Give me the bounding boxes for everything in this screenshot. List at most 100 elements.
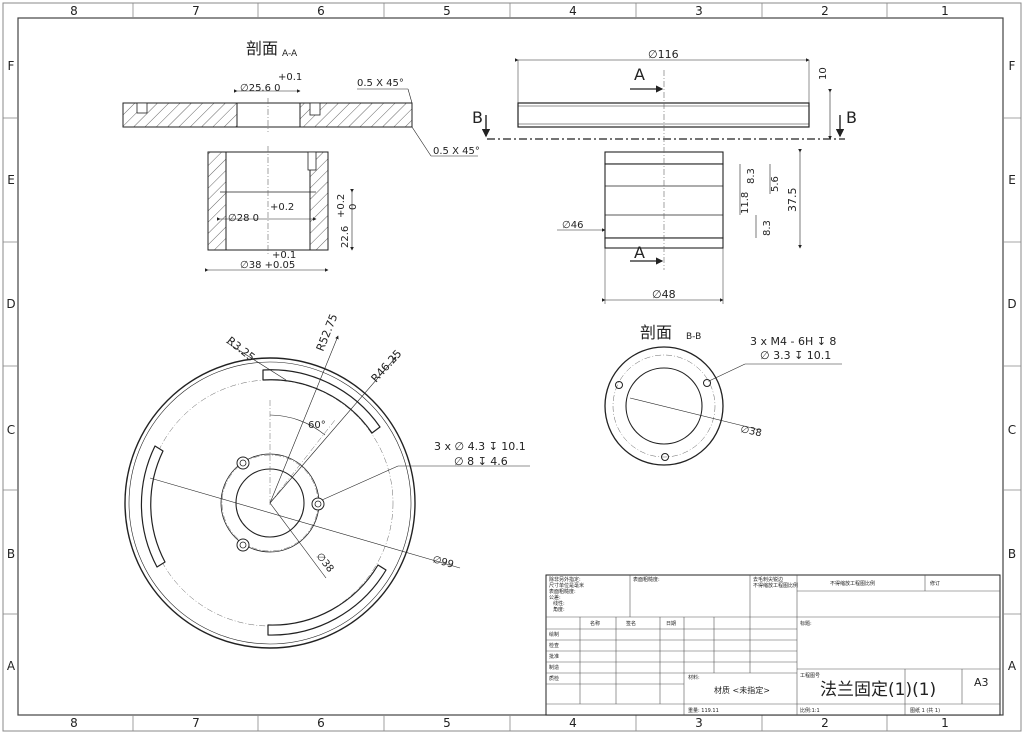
- tb-material-label: 材料:: [688, 674, 700, 681]
- dim-h22-tol: +0.2: [336, 194, 347, 218]
- hole-note-1: 3 x ∅ 4.3 ↧ 10.1: [434, 440, 526, 453]
- tb-note: 尺寸单位是毫米: [549, 582, 584, 589]
- bb-note-2: ∅ 3.3 ↧ 10.1: [760, 349, 831, 362]
- tb-role: 检查: [549, 642, 559, 649]
- col-label: 8: [70, 716, 78, 730]
- col-label: 2: [821, 4, 829, 18]
- section-aa-title: 剖面: [246, 39, 278, 58]
- section-bb-view: 剖面 B-B ∅38 3 x M4 - 6H ↧ 8 ∅ 3.3 ↧ 10.1: [604, 323, 842, 466]
- row-label: C: [7, 423, 15, 437]
- section-aa-view: 剖面 A-A +0.1 ∅25.6 0 0.5 X 45° 0.5 X 45° …: [122, 39, 480, 272]
- tb-role: 制造: [549, 664, 559, 671]
- tb-edge: 去毛刺尖锐边: [753, 576, 783, 583]
- col-label: 1: [941, 716, 949, 730]
- dim-d25: ∅25.6 0: [240, 83, 281, 94]
- row-label: A: [7, 659, 16, 673]
- row-label: D: [6, 297, 15, 311]
- label-a-top: A: [634, 65, 645, 84]
- dim-d38: ∅38 +0.05: [240, 260, 295, 271]
- dim-h10: 10: [818, 67, 829, 80]
- tb-title-label: 标题:: [800, 620, 812, 627]
- tb-col-name: 名称: [590, 620, 600, 627]
- dim-h118: 11.8: [740, 192, 751, 214]
- title-block: 除非另外指定: 尺寸单位是毫米 表面粗糙度: 公差: 线性: 角度: 表面粗糙度…: [545, 574, 1001, 716]
- section-aa-suffix: A-A: [282, 49, 298, 59]
- dim-d46: ∅46: [562, 220, 583, 231]
- dim-h375: 37.5: [786, 188, 799, 213]
- dim-h83-top: 8.3: [746, 168, 757, 184]
- dim-d28: ∅28 0: [228, 213, 259, 224]
- dim-h22-tol0: 0: [348, 204, 359, 210]
- label-a-bottom: A: [634, 243, 645, 262]
- tb-revision: 修订: [930, 580, 940, 587]
- front-view: R3.25 R52.75 R46.25 60° 3 x ∅ 4.3 ↧ 10.1…: [124, 312, 530, 649]
- tb-role: 绘制: [549, 631, 559, 638]
- col-label: 2: [821, 716, 829, 730]
- dim-chamfer-1: 0.5 X 45°: [357, 78, 404, 89]
- tb-dwg-no-label: 工程图号: [800, 672, 820, 679]
- col-label: 6: [317, 716, 325, 730]
- bb-dim-d38: ∅38: [739, 424, 762, 439]
- dim-r4625: R46.25: [369, 347, 405, 385]
- tb-col-sign: 签名: [626, 620, 636, 627]
- tb-note: 表面粗糙度:: [549, 588, 576, 595]
- row-label: C: [1008, 423, 1016, 437]
- col-label: 3: [695, 4, 703, 18]
- dim-d99: ∅99: [431, 554, 455, 570]
- tb-col-date: 日期: [666, 621, 676, 627]
- col-label: 1: [941, 4, 949, 18]
- col-label: 3: [695, 716, 703, 730]
- col-label: 6: [317, 4, 325, 18]
- tb-material: 材质 <未指定>: [714, 685, 770, 695]
- col-label: 4: [569, 716, 577, 730]
- dim-h22: 22.6: [340, 226, 351, 248]
- tb-note: 角度:: [553, 606, 565, 613]
- tb-weight: 重量: 119.11: [688, 707, 719, 714]
- dim-h56: 5.6: [770, 176, 781, 192]
- dim-d48: ∅48: [652, 288, 676, 301]
- col-label: 5: [443, 4, 451, 18]
- dim-d38-tol: +0.1: [272, 250, 296, 261]
- dim-chamfer-2: 0.5 X 45°: [433, 146, 480, 157]
- row-label: F: [8, 59, 15, 73]
- bb-note-1: 3 x M4 - 6H ↧ 8: [750, 335, 836, 348]
- row-label: B: [1008, 547, 1016, 561]
- tb-scale: 比例:1:1: [800, 707, 820, 714]
- dim-d116: ∅116: [648, 48, 679, 61]
- col-label: 7: [192, 716, 200, 730]
- row-label: F: [1009, 59, 1016, 73]
- col-label: 8: [70, 4, 78, 18]
- tb-note: 除非另外指定:: [549, 576, 581, 583]
- dim-r5275: R52.75: [314, 312, 341, 353]
- tb-sheet: 图纸 1 (共 1): [910, 707, 940, 714]
- dim-angle: 60°: [308, 420, 326, 431]
- dim-d28-tol: +0.2: [270, 202, 294, 213]
- tb-note: 线性:: [553, 600, 565, 607]
- row-label: E: [1008, 173, 1016, 187]
- row-label: E: [7, 173, 15, 187]
- side-view: ∅116 10 A A B B 8.3 5.6 37.5 11.8 8.3 ∅4…: [472, 48, 857, 304]
- col-label: 5: [443, 716, 451, 730]
- tb-role: 批准: [549, 653, 559, 660]
- tb-role: 质检: [549, 675, 559, 682]
- dim-h83-bottom: 8.3: [762, 220, 773, 236]
- drawing-title: 法兰固定(1)(1): [820, 680, 936, 700]
- row-label: B: [7, 547, 15, 561]
- tb-no-scale-head: 不得缩放工程图比例: [830, 580, 875, 587]
- tb-size: A3: [974, 676, 989, 689]
- tb-no-scale: 不得缩放工程图比例: [753, 582, 798, 589]
- tb-finish: 表面粗糙度:: [633, 576, 660, 583]
- section-bb-title: 剖面: [640, 323, 672, 342]
- col-label: 4: [569, 4, 577, 18]
- label-b-left: B: [472, 108, 483, 127]
- section-bb-suffix: B-B: [686, 332, 701, 342]
- row-label: A: [1008, 659, 1017, 673]
- row-label: D: [1007, 297, 1016, 311]
- dim-r325: R3.25: [224, 334, 257, 364]
- col-label: 7: [192, 4, 200, 18]
- dim-d25-tol: +0.1: [278, 72, 302, 83]
- hole-note-2: ∅ 8 ↧ 4.6: [454, 455, 508, 468]
- tb-note: 公差:: [549, 594, 561, 601]
